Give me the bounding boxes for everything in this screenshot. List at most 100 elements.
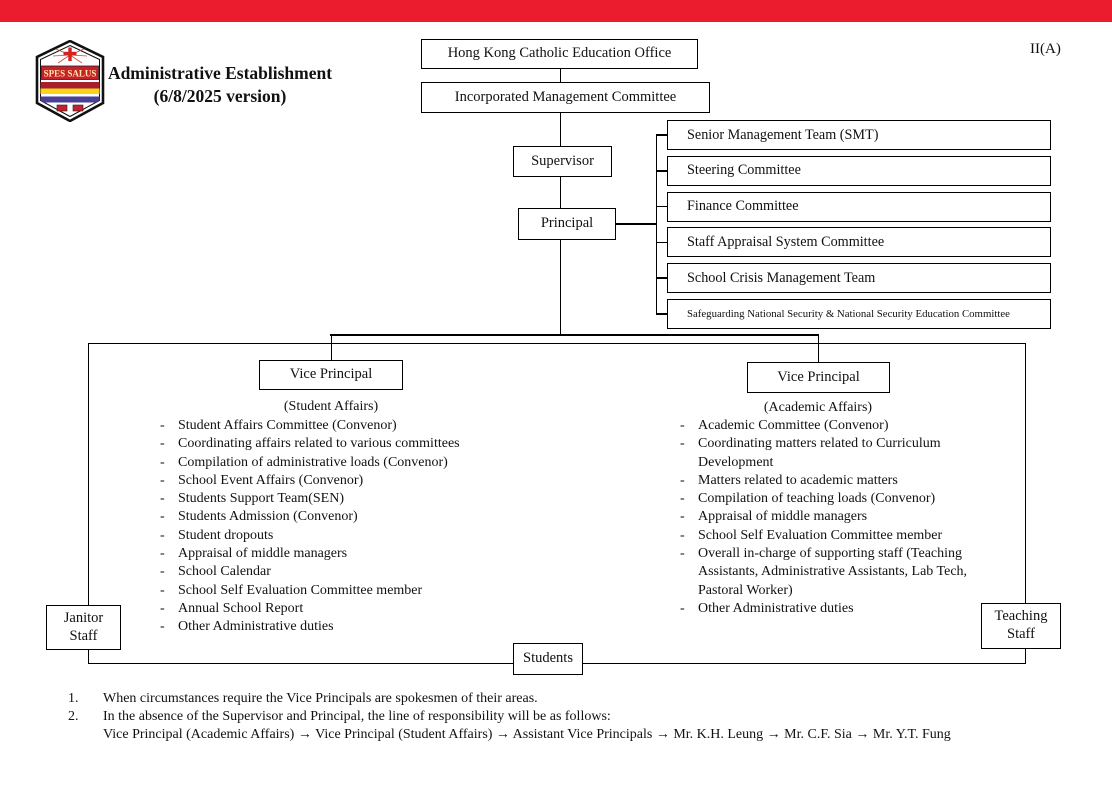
duty-text: School Event Affairs (Convenor) [178,472,364,488]
footnote-2-line1: In the absence of the Supervisor and Pri… [103,708,611,724]
duty-item: - School Event Affairs (Convenor) [155,472,507,490]
duty-dash: - [160,564,165,580]
duty-dash: - [680,418,685,433]
connector-line [655,134,669,136]
box-students-label: Students [523,650,573,667]
committee-label: School Crisis Management Team [687,269,876,286]
page-title-line2: (6/8/2025 version) [153,86,287,106]
duty-text: Coordinating matters related to Curricul… [698,436,941,470]
duty-item: - Students Admission (Convenor) [155,508,507,526]
duty-item: - Matters related to academic matters [675,472,997,490]
duty-item: - Coordinating matters related to Curric… [675,435,997,472]
duty-item: - School Self Evaluation Committee membe… [675,527,997,545]
box-vp-academic-label: Vice Principal [777,368,860,385]
committee-box: Staff Appraisal System Committee [667,227,1051,258]
vp-student-duties: - Student Affairs Committee (Convenor) -… [155,417,507,637]
box-education-office-label: Hong Kong Catholic Education Office [447,45,672,62]
committee-box: Finance Committee [667,191,1051,222]
duty-item: - School Self Evaluation Committee membe… [155,582,507,600]
box-principal: Principal [518,208,616,240]
duty-dash: - [680,472,685,488]
duty-item: - Appraisal of middle managers [155,545,507,563]
duty-text: Overall in-charge of supporting staff (T… [698,546,968,598]
footnotes: 1. When circumstances require the Vice P… [68,690,1108,743]
box-teaching-line2: Staff [1007,626,1035,642]
duty-text: Student Affairs Committee (Convenor) [178,418,397,433]
top-red-band [0,0,1112,22]
duty-dash: - [680,491,685,507]
box-imc: Incorporated Management Committee [421,82,710,113]
duty-text: Coordinating affairs related to various … [178,436,460,452]
committee-label: Finance Committee [687,198,799,215]
duty-text: Academic Committee (Convenor) [698,418,889,433]
committee-label: Senior Management Team (SMT) [687,126,879,143]
box-vp-student-affairs: Vice Principal [259,360,403,390]
duty-text: Student dropouts [178,527,274,543]
duty-item: - Compilation of administrative loads (C… [155,454,507,472]
duty-dash: - [680,436,685,452]
committee-list: Senior Management Team (SMT) Steering Co… [667,120,1051,329]
box-students: Students [513,643,583,675]
connector-line [655,134,657,315]
duty-dash: - [160,527,165,543]
connector-line [655,170,669,172]
school-crest-logo: SPES SALUS [34,39,106,123]
duty-text: Appraisal of middle managers [178,546,348,562]
duty-item: - Other Administrative duties [155,618,507,636]
committee-label: Steering Committee [687,162,801,179]
duty-dash: - [160,582,165,598]
duty-text: Other Administrative duties [178,619,334,635]
committee-box: Steering Committee [667,155,1051,186]
connector-line [655,205,669,207]
box-education-office: Hong Kong Catholic Education Office [421,39,698,69]
crest-motto: SPES SALUS [44,69,97,79]
connector-line [655,241,669,243]
duty-dash: - [160,509,165,525]
duty-text: School Self Evaluation Committee member [178,582,423,598]
box-vp-academic-affairs: Vice Principal [747,362,890,393]
duty-text: School Calendar [178,564,271,580]
duty-item: - Coordinating affairs related to variou… [155,435,507,453]
footnote-2: 2. In the absence of the Supervisor and … [68,708,1108,744]
footnote-1-text: When circumstances require the Vice Prin… [103,691,538,706]
connector-line [330,334,818,336]
duty-item: - Appraisal of middle managers [675,508,997,526]
duty-text: Other Administrative duties [698,600,854,616]
connector-line [655,313,669,315]
duty-text: Students Support Team(SEN) [178,491,344,507]
footnote-2-text: In the absence of the Supervisor and Pri… [103,708,1108,744]
duty-dash: - [160,600,165,616]
box-teaching-line1: Teaching [994,608,1048,625]
box-janitor-line1: Janitor [63,609,104,626]
connector-line [559,177,561,208]
duty-dash: - [680,600,685,616]
committee-box: Safeguarding National Security & Nationa… [667,298,1051,329]
duty-dash: - [160,619,165,635]
duty-dash: - [160,418,165,433]
duty-dash: - [160,546,165,562]
duty-dash: - [680,509,685,525]
duty-text: Annual School Report [178,600,304,616]
duty-item: - Compilation of teaching loads (Conveno… [675,490,997,508]
box-imc-label: Incorporated Management Committee [454,88,677,105]
connector-line [559,69,561,82]
duty-dash: - [160,454,165,470]
duty-item: - Student Affairs Committee (Convenor) [155,417,507,435]
duty-item: - Students Support Team(SEN) [155,490,507,508]
vp-student-subtitle: (Student Affairs) [283,399,379,414]
committee-label: Staff Appraisal System Committee [687,233,885,250]
duty-dash: - [160,472,165,488]
footnote-2-line2: Vice Principal (Academic Affairs) → Vice… [103,726,951,742]
box-principal-label: Principal [540,215,594,232]
box-supervisor-label: Supervisor [531,152,594,169]
committee-box: Senior Management Team (SMT) [667,120,1051,150]
duty-dash: - [160,491,165,507]
box-vp-student-label: Vice Principal [289,366,373,383]
page-title: Administrative Establishment (6/8/2025 v… [85,62,355,108]
footnote-1: 1. When circumstances require the Vice P… [68,690,1108,708]
box-janitor-staff: Janitor Staff [46,605,121,650]
page-title-line1: Administrative Establishment [107,63,333,83]
duty-item: - Academic Committee (Convenor) [675,417,997,435]
vp-academic-subtitle: (Academic Affairs) [763,400,873,415]
